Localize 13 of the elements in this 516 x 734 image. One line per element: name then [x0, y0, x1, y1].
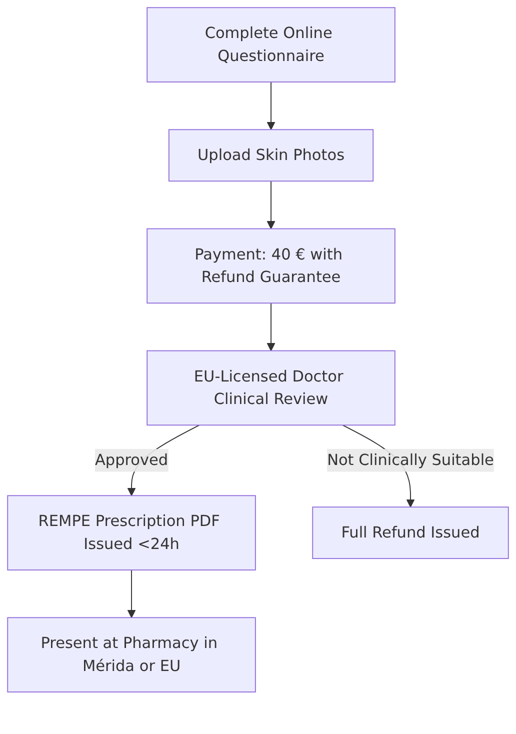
node-box: Complete Online Questionnaire	[146, 7, 396, 82]
arrow	[127, 570, 136, 618]
node-box: EU-Licensed Doctor Clinical Review	[146, 350, 396, 426]
node-box: Payment: 40 € with Refund Guarantee	[146, 228, 396, 304]
node-box: Present at Pharmacy in Mérida or EU	[7, 617, 256, 692]
arrow	[266, 82, 276, 130]
arrow	[266, 180, 276, 230]
edge-label: Approved	[94, 450, 168, 469]
node-box: REMPE Prescription PDF Issued <24h	[7, 495, 256, 570]
arrow	[266, 302, 276, 352]
edge-label: Not Clinically Suitable	[327, 450, 494, 469]
node-box: Full Refund Issued	[312, 506, 509, 559]
node-box: Upload Skin Photos	[168, 129, 374, 182]
